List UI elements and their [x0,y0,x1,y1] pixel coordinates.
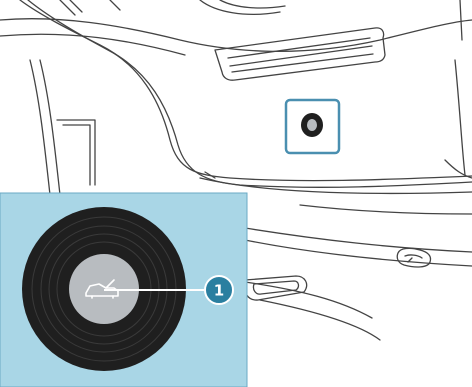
callout-badge: 1 [205,276,233,304]
button-highlight [286,100,339,153]
callout-number: 1 [214,282,224,300]
